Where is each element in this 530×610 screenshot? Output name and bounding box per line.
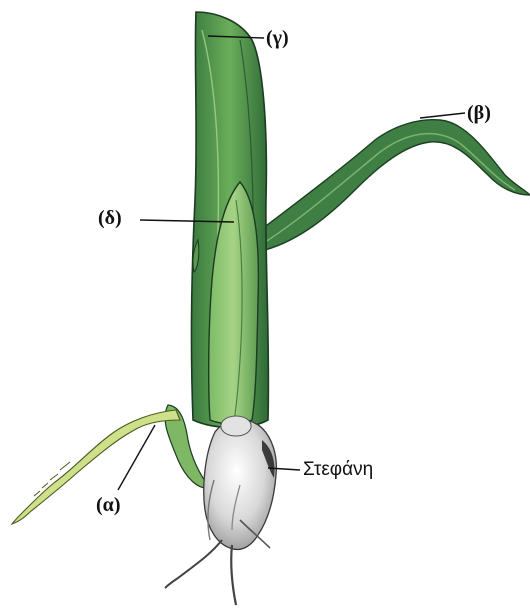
leader-beta [420,113,465,118]
side-leaf-beta [258,120,530,250]
label-crown: Στεφάνη [303,460,373,479]
label-delta: (δ) [98,208,122,228]
crown-tuber [204,420,277,550]
label-gamma: (γ) [266,28,289,48]
label-beta: (β) [467,103,491,123]
label-alpha: (α) [96,495,120,515]
